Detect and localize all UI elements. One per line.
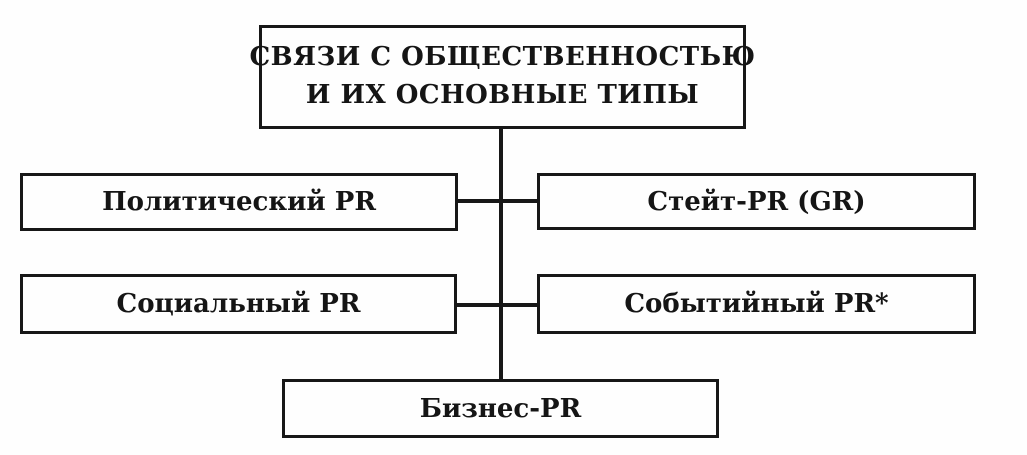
- node-business-pr-label: Бизнес-PR: [419, 393, 582, 424]
- node-social-pr-label: Социальный PR: [116, 289, 361, 319]
- node-political-pr: Политический PR: [20, 173, 458, 231]
- node-political-pr-label: Политический PR: [102, 187, 376, 217]
- connector-row2-horizontal: [455, 303, 539, 307]
- node-title-pr-types: СВЯЗИ С ОБЩЕСТВЕННОСТЬЮ И ИХ ОСНОВНЫЕ ТИ…: [249, 25, 755, 129]
- node-state-pr-label: Стейт-PR (GR): [647, 186, 866, 217]
- node-social-pr: Социальный PR: [20, 274, 457, 334]
- node-event-pr-label: Событийный PR*: [624, 289, 889, 319]
- node-event-pr: Событийный PR*: [537, 274, 976, 334]
- node-state-pr: Стейт-PR (GR): [537, 173, 976, 230]
- connector-row1-horizontal: [456, 199, 539, 203]
- title-line-1: СВЯЗИ С ОБЩЕСТВЕННОСТЬЮ: [249, 42, 756, 73]
- title-line-2: И ИХ ОСНОВНЫЕ ТИПЫ: [305, 80, 700, 110]
- connector-trunk-vertical: [499, 127, 503, 381]
- node-business-pr: Бизнес-PR: [282, 379, 719, 438]
